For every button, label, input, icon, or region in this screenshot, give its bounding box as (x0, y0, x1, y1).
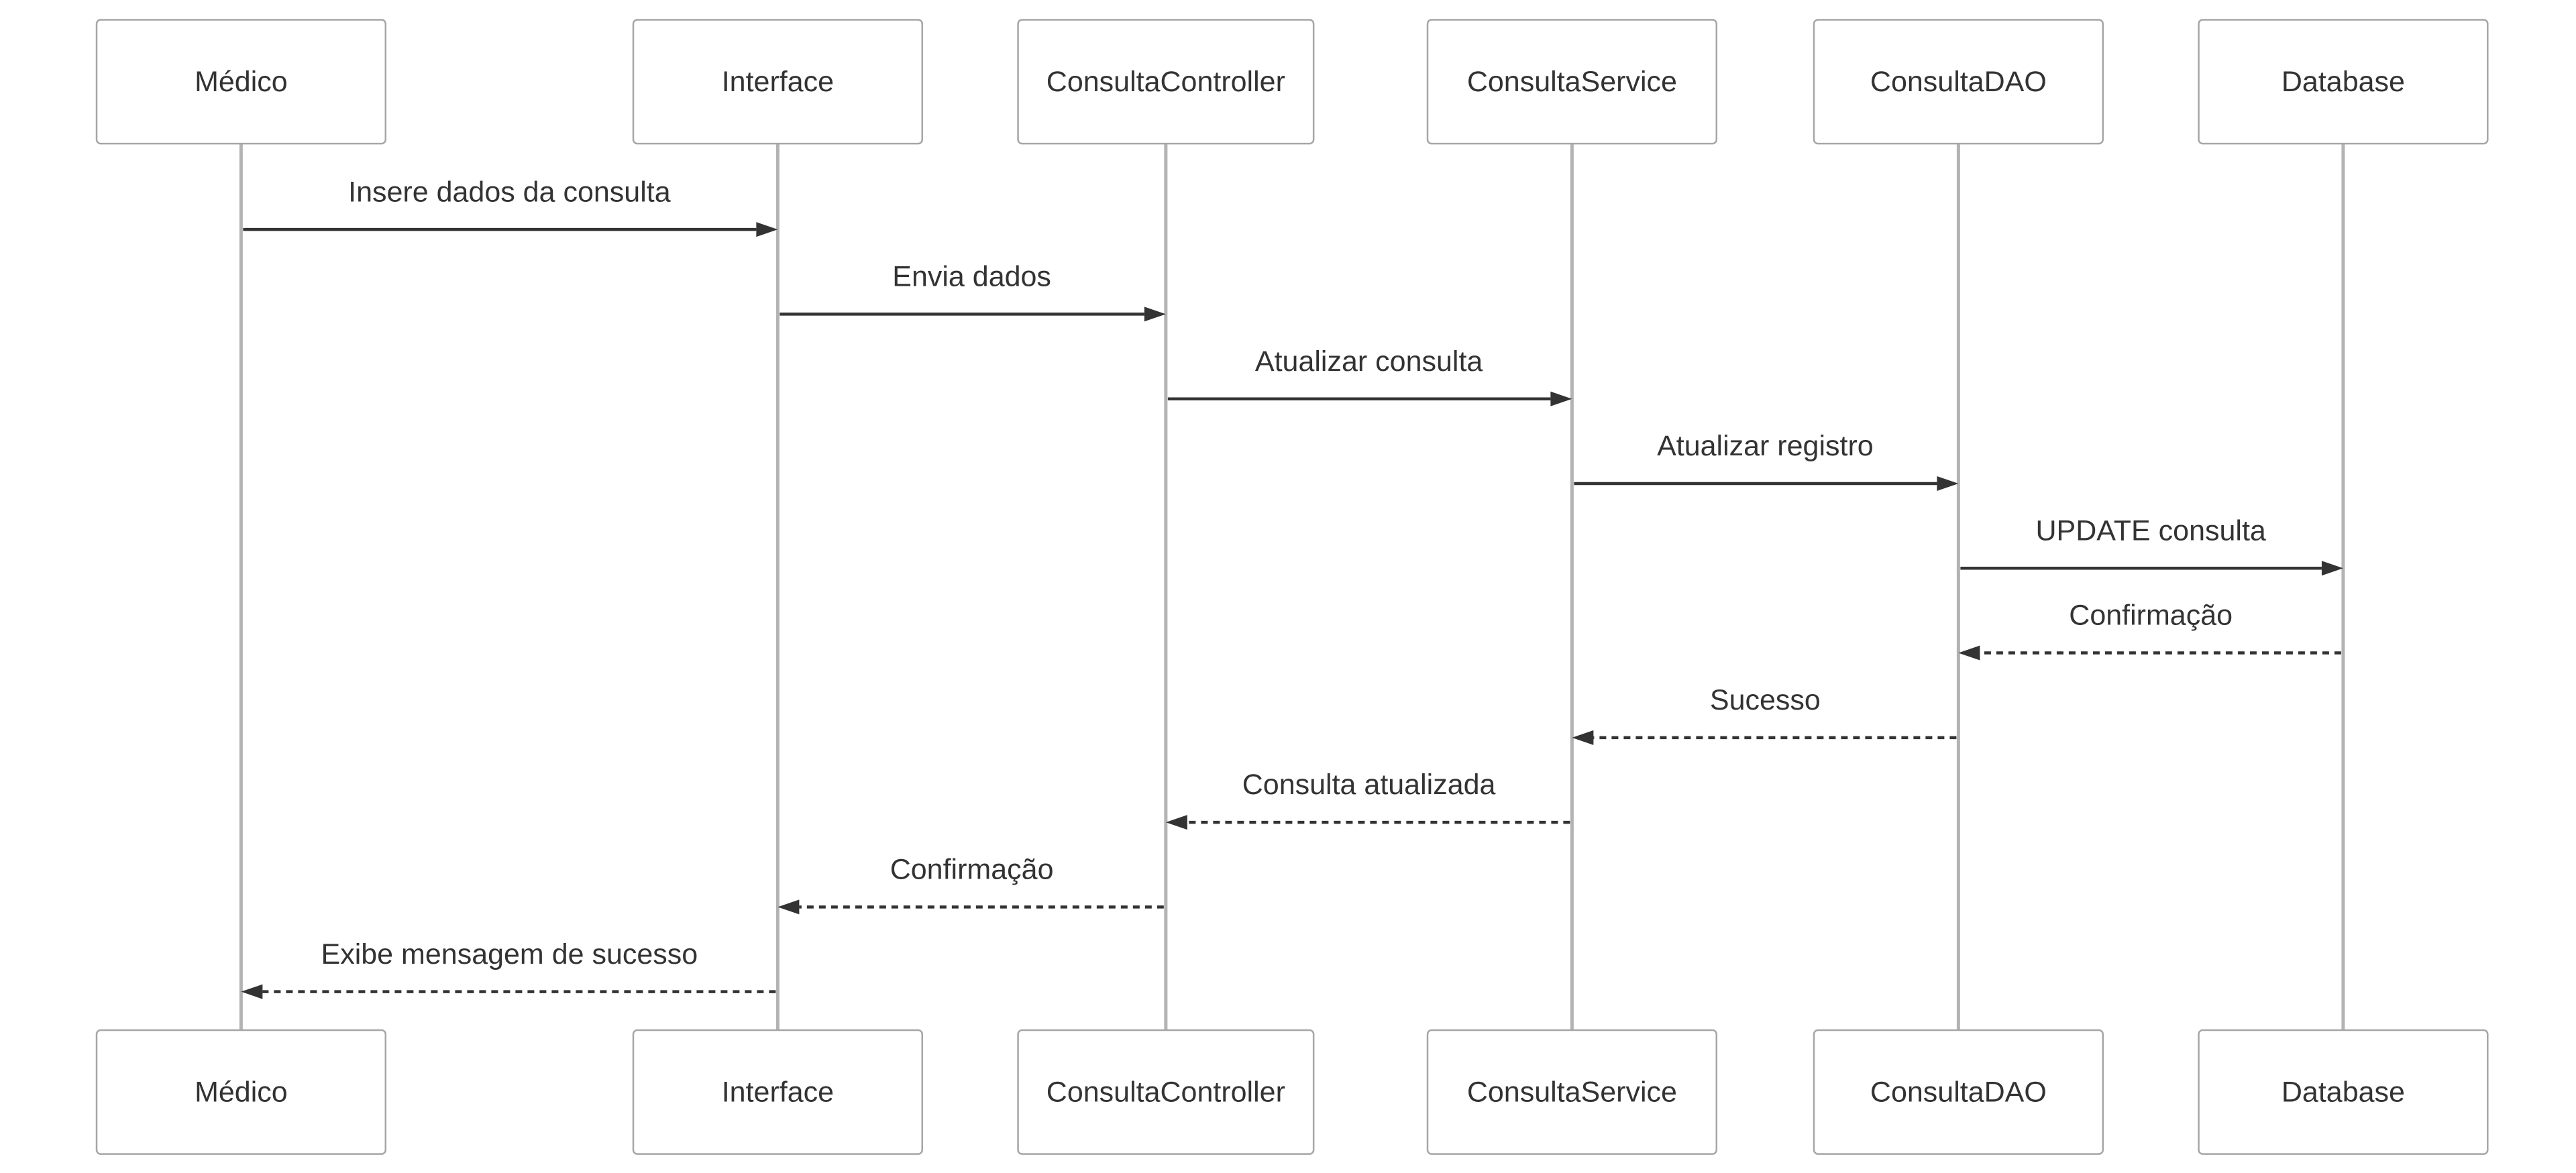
actor-label: ConsultaController (1046, 66, 1285, 98)
actor-dao-top: ConsultaDAO (1813, 19, 2104, 145)
lifelines (239, 144, 2345, 1030)
message-label: Envia dados (892, 261, 1051, 293)
message-2: Envia dados (780, 261, 1166, 322)
arrowhead-icon (1165, 815, 1187, 830)
message-label: Confirmação (890, 854, 1054, 886)
actors-top: Médico Interface ConsultaController Consult… (95, 19, 2489, 145)
actors-bottom: Médico Interface ConsultaController Consult… (95, 1029, 2489, 1155)
actor-box (1017, 19, 1315, 145)
message-label: Consulta atualizada (1242, 769, 1496, 801)
actor-box (1426, 1029, 1718, 1155)
message-label: Insere dados da consulta (348, 176, 671, 208)
actor-label: ConsultaService (1467, 66, 1677, 98)
actor-label: Database (2282, 66, 2405, 98)
message-label: Exibe mensagem de sucesso (321, 938, 698, 970)
actor-box (1426, 19, 1718, 145)
message-label: Atualizar consulta (1255, 345, 1483, 378)
actor-interface-top: Interface (632, 19, 924, 145)
actor-box (632, 19, 924, 145)
message-4: Atualizar registro (1574, 430, 1959, 491)
actor-box (2198, 19, 2489, 145)
arrowhead-icon (241, 984, 263, 999)
message-7: Sucesso (1572, 684, 1957, 745)
actor-database-bottom: Database (2198, 1029, 2489, 1155)
actor-controller-top: ConsultaController (1017, 19, 1315, 145)
actor-label: Database (2282, 1076, 2405, 1108)
actor-label: Interface (722, 66, 834, 98)
arrowhead-icon (756, 222, 778, 237)
arrowhead-icon (1958, 645, 1980, 661)
actor-service-top: ConsultaService (1426, 19, 1718, 145)
actor-label: Médico (195, 1076, 288, 1108)
arrowhead-icon (1144, 306, 1166, 322)
actor-medico-top: Médico (95, 19, 387, 145)
actor-box (1813, 1029, 2104, 1155)
actor-label: Médico (195, 66, 288, 98)
message-5: UPDATE consulta (1960, 514, 2343, 576)
arrowhead-icon (777, 899, 800, 915)
actor-label: Interface (722, 1076, 834, 1108)
actor-database-top: Database (2198, 19, 2489, 145)
actor-box (95, 19, 387, 145)
arrowhead-icon (1572, 730, 1594, 745)
actor-label: ConsultaService (1467, 1076, 1677, 1108)
message-6: Confirmação (1958, 600, 2341, 661)
actor-dao-bottom: ConsultaDAO (1813, 1029, 2104, 1155)
arrowhead-icon (1550, 391, 1572, 406)
message-3: Atualizar consulta (1167, 345, 1572, 406)
message-label: Confirmação (2069, 600, 2233, 632)
message-8: Consulta atualizada (1165, 769, 1570, 830)
message-1: Insere dados da consulta (243, 176, 778, 237)
actor-service-bottom: ConsultaService (1426, 1029, 1718, 1155)
message-label: UPDATE consulta (2035, 514, 2265, 547)
message-9: Confirmação (777, 854, 1164, 915)
actor-box (1017, 1029, 1315, 1155)
actor-controller-bottom: ConsultaController (1017, 1029, 1315, 1155)
message-label: Atualizar registro (1657, 430, 1874, 462)
actor-medico-bottom: Médico (95, 1029, 387, 1155)
message-10: Exibe mensagem de sucesso (241, 938, 776, 999)
actor-label: ConsultaDAO (1870, 1076, 2047, 1108)
actor-box (632, 1029, 924, 1155)
arrowhead-icon (2321, 561, 2343, 576)
actor-box (95, 1029, 387, 1155)
actor-box (2198, 1029, 2489, 1155)
actor-box (1813, 19, 2104, 145)
actor-label: ConsultaDAO (1870, 66, 2047, 98)
actor-label: ConsultaController (1046, 1076, 1285, 1108)
arrowhead-icon (1937, 476, 1959, 491)
message-label: Sucesso (1710, 684, 1821, 716)
actor-interface-bottom: Interface (632, 1029, 924, 1155)
